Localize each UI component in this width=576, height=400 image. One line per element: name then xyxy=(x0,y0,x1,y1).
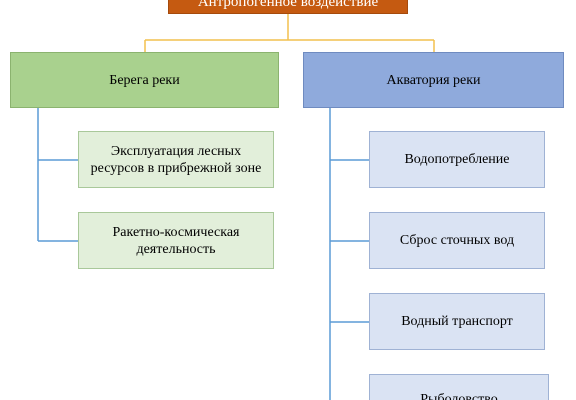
item-water-transport-label: Водный транспорт xyxy=(401,314,513,329)
root-node-label: Антропогенное воздействие xyxy=(197,0,379,10)
item-water-consumption-label: Водопотребление xyxy=(404,152,510,167)
item-fishing: Рыболовство xyxy=(369,374,549,400)
item-wastewater-discharge-label: Сброс сточных вод xyxy=(399,233,515,248)
item-fishing-label: Рыболовство xyxy=(420,392,498,400)
item-forest-exploitation: Эксплуатация лесных ресурсов в прибрежно… xyxy=(78,131,274,188)
category-water-area-label: Акватория реки xyxy=(386,72,481,88)
item-space-activity: Ракетно-космическая деятельность xyxy=(78,212,274,269)
category-riverbanks-label: Берега реки xyxy=(109,72,180,88)
category-water-area: Акватория реки xyxy=(303,52,564,108)
item-water-transport: Водный транспорт xyxy=(369,293,545,350)
category-riverbanks: Берега реки xyxy=(10,52,279,108)
root-node: Антропогенное воздействие xyxy=(168,0,408,14)
item-wastewater-discharge: Сброс сточных вод xyxy=(369,212,545,269)
item-forest-exploitation-label: Эксплуатация лесных ресурсов в прибрежно… xyxy=(90,143,262,176)
item-water-consumption: Водопотребление xyxy=(369,131,545,188)
item-space-activity-label: Ракетно-космическая деятельность xyxy=(112,224,240,257)
